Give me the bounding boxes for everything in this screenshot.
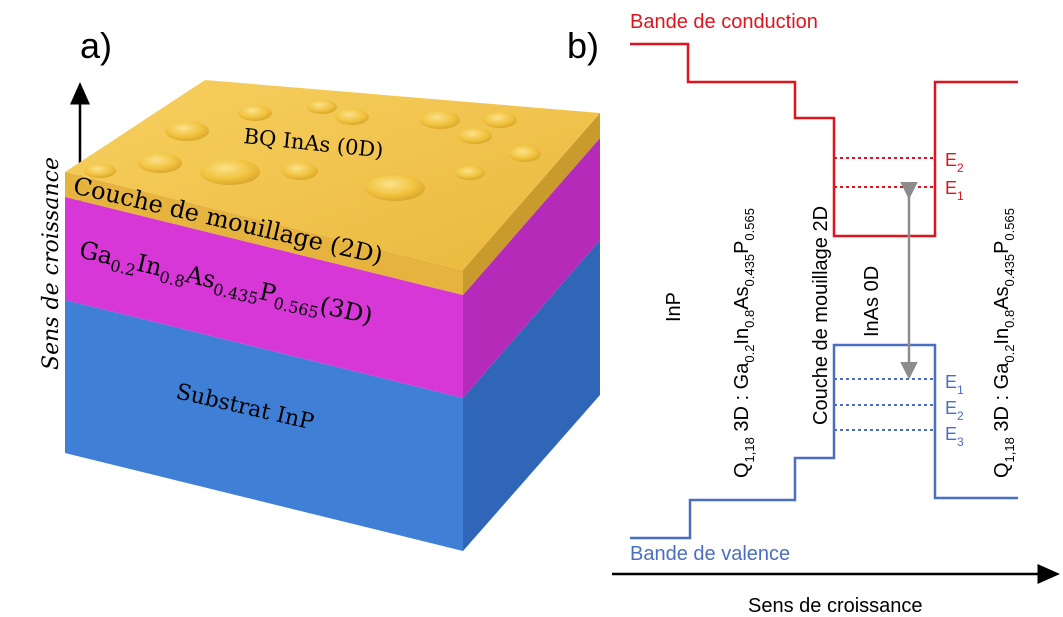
region-wetting-label: Couche de mouillage 2D	[810, 206, 832, 425]
panel-a: a) Sens de croissance	[39, 25, 600, 551]
quantum-dot	[307, 100, 337, 114]
quantum-dot	[282, 162, 318, 180]
quantum-dot	[365, 175, 425, 201]
quantum-dot	[335, 109, 369, 125]
quantum-dot	[483, 112, 517, 128]
quantum-dot	[138, 153, 182, 173]
quantum-dot	[455, 166, 485, 180]
quantum-dot	[200, 159, 260, 185]
quantum-dot	[238, 105, 272, 121]
electron-level-e1-label: E1	[945, 178, 964, 203]
panel-b: b) Bande de conduction Bande de valence …	[567, 11, 1060, 617]
quantum-dot	[84, 164, 116, 178]
hole-level-e2-label: E2	[945, 398, 964, 423]
x-axis-label: Sens de croissance	[748, 595, 923, 617]
valence-band-profile	[630, 343, 1018, 540]
hole-level-e1-label: E1	[945, 372, 964, 397]
valence-band-label: Bande de valence	[630, 543, 790, 565]
quantum-dot	[458, 128, 492, 144]
conduction-band-profile	[630, 42, 1018, 238]
quantum-dot	[509, 146, 541, 162]
region-quaternary-right-label: Q1,18 3D : Ga0.2In0.8As0.435P0.565	[991, 208, 1017, 478]
panel-b-label: b)	[567, 25, 599, 66]
growth-axis-label: Sens de croissance	[39, 157, 64, 370]
electron-level-e2-label: E2	[945, 150, 964, 175]
hole-level-e3-label: E3	[945, 424, 964, 449]
quantum-dot	[165, 121, 209, 141]
quaternary-side-face	[463, 138, 600, 398]
panel-a-label: a)	[80, 25, 112, 66]
conduction-band-label: Bande de conduction	[630, 11, 818, 33]
substrate-side-face	[463, 240, 600, 551]
wetting-side-face	[463, 113, 600, 295]
region-quaternary-left-label: Q1,18 3D : Ga0.2In0.8As0.435P0.565	[731, 208, 757, 478]
quantum-dots	[84, 100, 541, 201]
substrate-front-face	[65, 300, 463, 551]
region-dots-label: InAs 0D	[861, 266, 883, 337]
quaternary-front-face	[65, 197, 463, 398]
wetting-front-face	[65, 172, 463, 295]
quantum-dot	[420, 111, 460, 129]
region-inp-label: InP	[663, 292, 685, 322]
